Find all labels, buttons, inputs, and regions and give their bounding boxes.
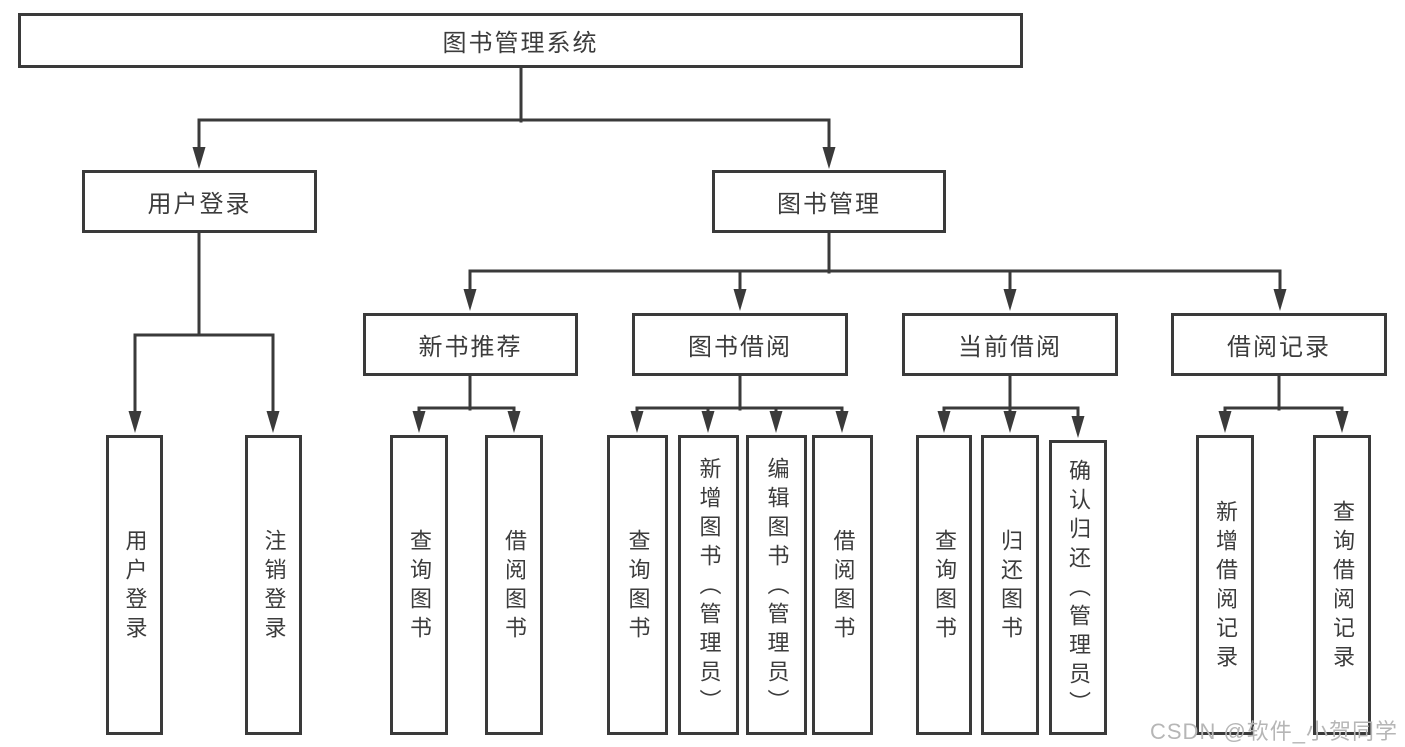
arrowhead-icon — [1003, 289, 1017, 311]
arrowhead-icon — [769, 411, 783, 433]
arrowhead-icon — [1273, 289, 1287, 311]
arrowhead-icon — [701, 411, 715, 433]
arrowhead-icon — [630, 411, 644, 433]
node-book-management: 图书管理 — [712, 170, 946, 233]
node-cb-return-book: 归还图书 — [981, 435, 1039, 735]
arrowhead-icon — [835, 411, 849, 433]
node-new-book-recommend: 新书推荐 — [363, 313, 578, 376]
arrowhead-icon — [1071, 416, 1085, 438]
arrowheads — [128, 147, 1349, 438]
arrowhead-icon — [733, 289, 747, 311]
node-br-add-record: 新增借阅记录 — [1196, 435, 1254, 735]
node-bb-edit-book-admin: 编辑图书（管理员） — [746, 435, 807, 735]
node-nbr-borrow-book: 借阅图书 — [485, 435, 543, 735]
arrowhead-icon — [1003, 411, 1017, 433]
node-bb-borrow-book: 借阅图书 — [812, 435, 873, 735]
arrowhead-icon — [463, 289, 477, 311]
arrowhead-icon — [937, 411, 951, 433]
node-cb-confirm-return-admin: 确认归还（管理员） — [1049, 440, 1107, 735]
arrowhead-icon — [412, 411, 426, 433]
node-borrow-records: 借阅记录 — [1171, 313, 1387, 376]
node-br-query-record: 查询借阅记录 — [1313, 435, 1371, 735]
node-bb-add-book-admin: 新增图书（管理员） — [678, 435, 739, 735]
node-user-login: 用户登录 — [106, 435, 163, 735]
arrowhead-icon — [266, 411, 280, 433]
node-logout: 注销登录 — [245, 435, 302, 735]
connector-lines — [133, 66, 1344, 420]
node-cb-query-book: 查询图书 — [916, 435, 972, 735]
arrowhead-icon — [192, 147, 206, 169]
node-user-login-group: 用户登录 — [82, 170, 317, 233]
node-current-borrow: 当前借阅 — [902, 313, 1118, 376]
node-root: 图书管理系统 — [18, 13, 1023, 68]
arrowhead-icon — [1335, 411, 1349, 433]
node-nbr-query-book: 查询图书 — [390, 435, 448, 735]
arrowhead-icon — [1218, 411, 1232, 433]
arrowhead-icon — [822, 147, 836, 169]
node-bb-query-book: 查询图书 — [607, 435, 668, 735]
arrowhead-icon — [507, 411, 521, 433]
arrowhead-icon — [128, 411, 142, 433]
node-book-borrow: 图书借阅 — [632, 313, 848, 376]
watermark: CSDN @软件_小贺同学 — [1150, 719, 1399, 744]
